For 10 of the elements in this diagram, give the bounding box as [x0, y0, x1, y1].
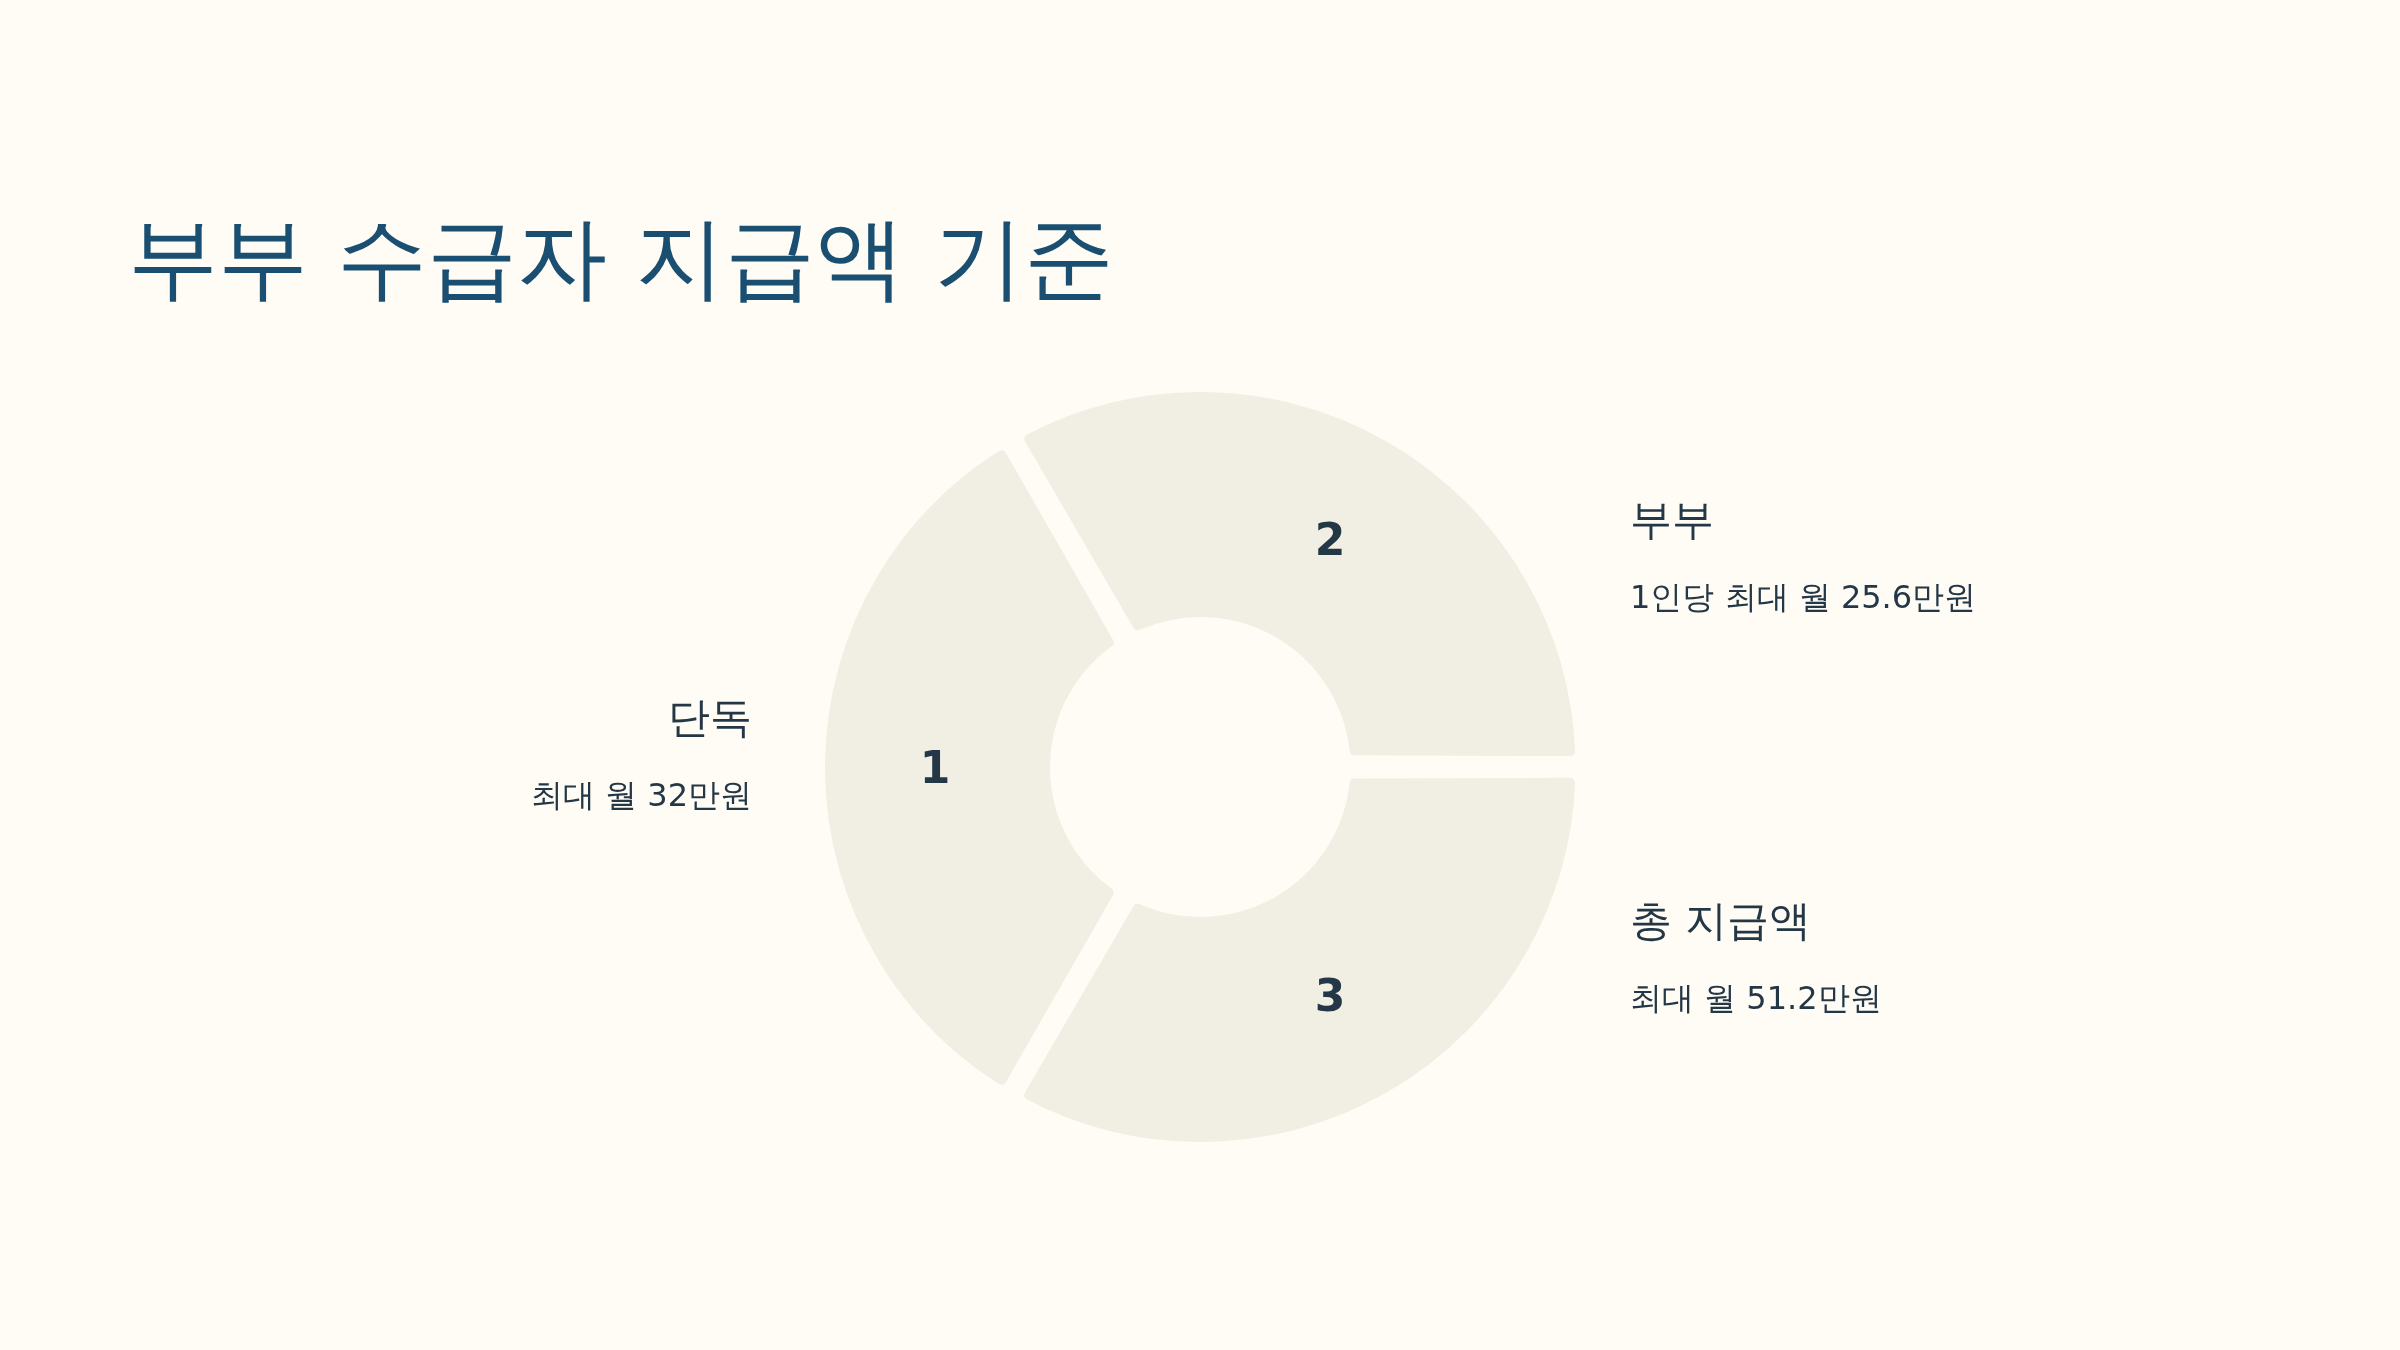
segment-heading: 단독	[667, 692, 752, 744]
title: 부부 수급자 지급액 기준	[128, 204, 1114, 312]
segment-number: 1	[919, 741, 951, 793]
segment-heading: 부부	[1630, 494, 1715, 546]
segment-heading: 총 지급액	[1630, 895, 1813, 947]
segment-number: 3	[1314, 969, 1346, 1021]
segment-number: 2	[1314, 513, 1346, 565]
segment-description: 최대 월 32만원	[530, 775, 752, 816]
segment-description: 최대 월 51.2만원	[1630, 978, 1882, 1019]
segment-description: 1인당 최대 월 25.6만원	[1630, 577, 1977, 618]
